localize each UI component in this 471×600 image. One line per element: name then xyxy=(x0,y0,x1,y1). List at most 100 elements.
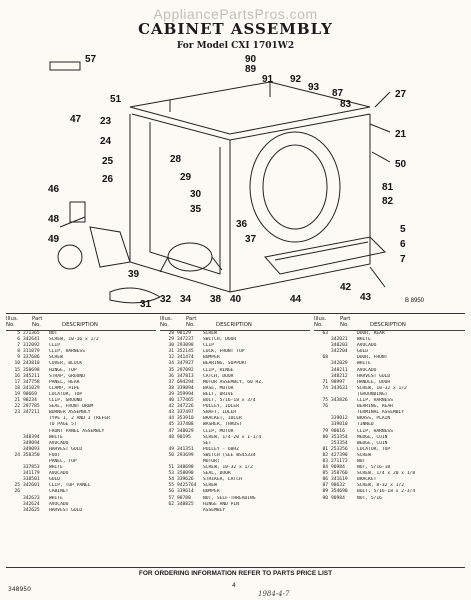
part-description: HARVEST GOLD xyxy=(357,373,391,379)
table-row: 349093 HARVEST GOLD xyxy=(6,447,156,453)
part-number: 271172 xyxy=(331,458,348,464)
part-number: 98997 xyxy=(331,379,345,385)
callout-21: 21 xyxy=(395,129,407,140)
part-number: 358698 xyxy=(23,367,40,373)
callout-44: 38 xyxy=(210,294,222,305)
part-number: 90016 xyxy=(331,428,345,434)
part-description: MOTOR) xyxy=(203,458,220,464)
part-description: STRIKER, LATCH xyxy=(203,477,242,483)
part-description: STRAP, GROUND xyxy=(49,373,85,379)
header-description: DESCRIPTION xyxy=(216,322,252,328)
callout-46: 46 xyxy=(48,184,60,195)
part-description: HANDLE, DOOR xyxy=(357,379,391,385)
part-number: 339626 xyxy=(177,477,194,483)
part-number: 349093 xyxy=(23,446,40,452)
callout-92: 92 xyxy=(290,74,302,85)
part-description: SCREW, 10-16 x 1/2 xyxy=(49,337,99,343)
part-number: 253356 xyxy=(331,446,348,452)
part-number: 341029 xyxy=(23,385,40,391)
part-number: 243810 xyxy=(23,361,40,367)
part-number xyxy=(177,508,203,514)
part-description: CLIP, TOP PANEL xyxy=(49,483,91,489)
header-no: No. xyxy=(160,322,169,328)
part-number: 293699 xyxy=(177,452,194,458)
part-number: 354690 xyxy=(331,489,348,495)
illus-number: 56 xyxy=(168,489,174,495)
part-number: 359994 xyxy=(177,391,194,397)
callout-35: 35 xyxy=(190,204,202,215)
part-number: 358098 xyxy=(177,471,194,477)
part-number: 341179 xyxy=(23,471,40,477)
table-row: ASSEMBLY xyxy=(160,508,310,514)
part-number: 342204 xyxy=(331,349,348,355)
part-number: 353910 xyxy=(177,416,194,422)
callout-47: 47 xyxy=(70,114,82,125)
callout-42: 32 xyxy=(160,294,172,305)
part-number: 349094 xyxy=(23,440,40,446)
illus-number: 79 xyxy=(322,428,328,434)
callout-5: 5 xyxy=(400,224,406,235)
illus-number: 8 xyxy=(17,349,20,355)
part-description: FRONT PANEL ASSEMBLY xyxy=(49,428,105,434)
part-number: 347211 xyxy=(23,410,40,416)
part-description: MOTOR ASSEMBLY, 60 HZ. xyxy=(203,379,264,385)
part-description: TINNED xyxy=(357,422,374,428)
part-description: HINGE AND PIN xyxy=(203,501,239,507)
part-description: BRACKET, IDLER xyxy=(203,416,242,422)
part-description: SWITCH, DOOR xyxy=(203,337,237,343)
illus-number: 71 xyxy=(322,379,328,385)
illus-number: 86 xyxy=(322,477,328,483)
part-description: CLIP xyxy=(49,343,61,349)
illus-number: 38 xyxy=(168,385,174,391)
part-description: CLIP xyxy=(203,343,215,349)
part-number: 90195 xyxy=(177,434,191,440)
header-illus: Illus. xyxy=(314,316,327,322)
part-number: 358350 xyxy=(23,452,40,458)
illus-number: 75 xyxy=(322,398,328,404)
illus-number: 81 xyxy=(322,446,328,452)
part-description: WHITE xyxy=(49,434,63,440)
callout-40: 31 xyxy=(140,299,152,310)
part-number: 338501 xyxy=(23,477,40,483)
callout-89: 89 xyxy=(245,64,257,75)
part-number: 9425764 xyxy=(177,483,197,489)
part-number: 345211 xyxy=(23,373,40,379)
callout-81: 81 xyxy=(382,182,394,193)
part-description: AVOCADO xyxy=(357,343,377,349)
part-description: SCREW, 1/4 x 20 x 1/8 xyxy=(357,471,416,477)
callout-51: 51 xyxy=(110,94,122,105)
part-number: 271365 xyxy=(23,331,40,336)
illus-number: 5 xyxy=(17,331,20,336)
part-description: SCREW, 10-32 x 1/2 xyxy=(357,385,407,391)
part-number: 342623 xyxy=(23,495,40,501)
part-description: HARVEST GOLD xyxy=(49,446,83,452)
part-description: MEDGE, COIN xyxy=(357,434,388,440)
illus-number: 21 xyxy=(14,398,20,404)
